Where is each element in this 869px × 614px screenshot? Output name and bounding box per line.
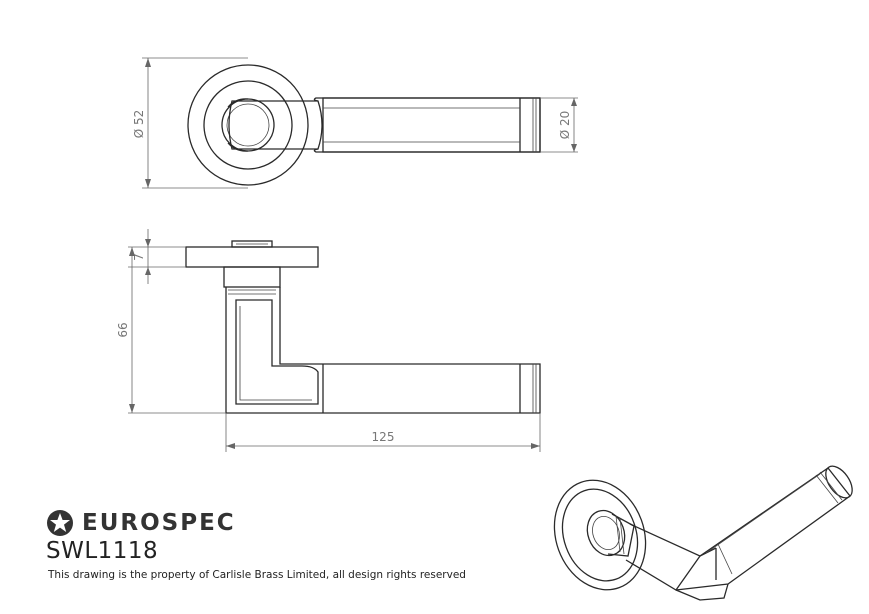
star-in-circle-icon — [47, 510, 73, 536]
brand-name: EUROSPEC — [82, 510, 236, 536]
isometric-view — [553, 465, 853, 601]
product-code: SWL1118 — [46, 538, 159, 564]
projection-label: 66 — [116, 322, 130, 337]
rose-inner — [203, 80, 293, 170]
top-view: Ø 52 Ø 20 — [132, 57, 578, 189]
brand: EUROSPEC — [46, 508, 236, 538]
iso-rose — [553, 479, 647, 591]
lever-side — [225, 287, 541, 414]
rose-diameter-label: Ø 52 — [132, 110, 146, 139]
rose-outer — [187, 64, 309, 186]
iso-lever-grip — [675, 467, 851, 591]
rose-thickness-label: 7 — [132, 253, 146, 261]
collar — [223, 266, 281, 288]
lever-grip — [322, 97, 541, 153]
length-label: 125 — [372, 430, 395, 444]
spindle-collar — [221, 98, 275, 152]
grip-diameter-label: Ø 20 — [558, 111, 572, 140]
side-view: 7 66 125 — [116, 229, 541, 452]
rose-plate — [185, 246, 319, 268]
copyright-notice: This drawing is the property of Carlisle… — [48, 569, 466, 581]
